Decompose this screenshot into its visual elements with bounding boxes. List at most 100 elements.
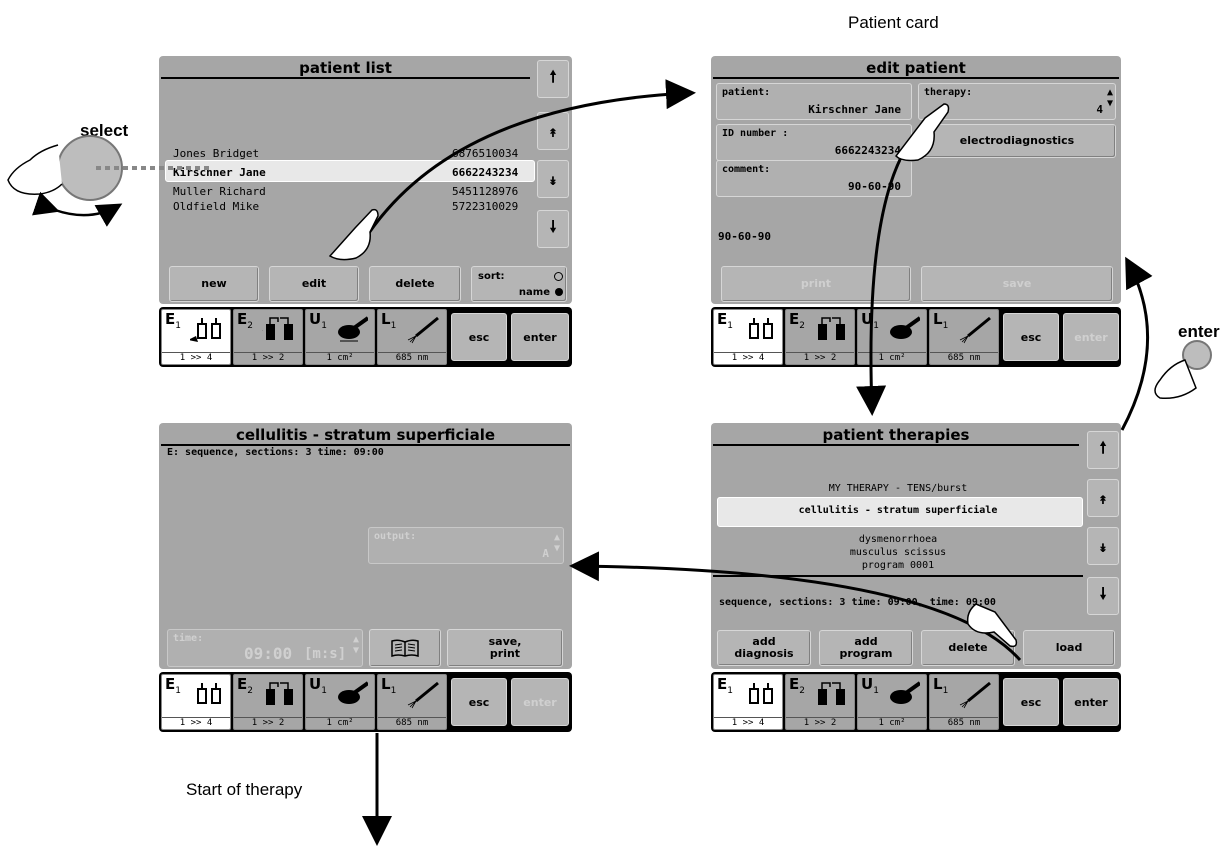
delete-button[interactable]: delete (921, 630, 1015, 666)
esc-button[interactable]: esc (451, 313, 507, 361)
print-button[interactable]: print (721, 266, 911, 302)
e2-label: E2 (789, 675, 805, 696)
list-row-id[interactable]: 6876510034 (452, 147, 519, 160)
l1-wavelength: 685 nm (930, 352, 998, 363)
id-number-field[interactable]: ID number : 6662243234 (716, 124, 912, 161)
enter-button[interactable]: enter (511, 313, 569, 361)
therapy-list-item[interactable]: musculus scissus (849, 547, 947, 558)
u1-tile[interactable]: U1 1 cm² (857, 309, 927, 365)
up-down-arrows-icon: ▲▼ (352, 634, 359, 656)
scroll-up-button[interactable]: 🠕 (1087, 431, 1119, 469)
ultrasound-head-icon (890, 681, 920, 704)
page-down-button[interactable]: ↡ (1087, 527, 1119, 565)
book-button[interactable] (369, 629, 441, 667)
page-down-button[interactable]: ↡ (537, 160, 569, 198)
save-button[interactable]: save (921, 266, 1113, 302)
therapy-list-item[interactable]: cellulitis - stratum superficiale (798, 505, 998, 516)
e2-tile[interactable]: E2 1 >> 2 (785, 309, 855, 365)
caption-enter: enter (1178, 322, 1220, 341)
esc-button[interactable]: esc (1003, 313, 1059, 361)
therapy-list-item[interactable]: program 0001 (861, 560, 935, 571)
l1-wavelength: 685 nm (930, 717, 998, 728)
comment-value: 90-60-90 (848, 180, 901, 193)
l1-tile[interactable]: L1 685 nm (377, 309, 447, 365)
scroll-up-button[interactable]: 🠕 (537, 60, 569, 98)
e1-label: E1 (717, 310, 733, 331)
therapy-list-item[interactable]: dysmenorrhoea (858, 534, 938, 545)
esc-button[interactable]: esc (451, 678, 507, 726)
comment-label: comment: (722, 164, 771, 175)
therapy-list-item[interactable]: MY THERAPY - TENS/burst (828, 483, 968, 494)
enter-button[interactable]: enter (511, 678, 569, 726)
scroll-down-button[interactable]: 🠗 (537, 210, 569, 248)
list-row-id[interactable]: 5722310029 (452, 200, 519, 213)
therapy-field[interactable]: therapy: 4 ▲▼ (918, 83, 1116, 120)
e2-tile[interactable]: E2 1 >> 2 (233, 674, 303, 730)
ultrasound-head-icon (338, 316, 368, 342)
l1-tile[interactable]: L1 685 nm (377, 674, 447, 730)
e1-range: 1 >> 4 (714, 717, 782, 728)
new-button[interactable]: new (169, 266, 259, 302)
scroll-down-button[interactable]: 🠗 (1087, 577, 1119, 615)
list-row-name[interactable]: Jones Bridget (173, 147, 260, 160)
output-field[interactable]: output: A ▲▼ (368, 527, 564, 564)
time-field[interactable]: time: 09:00 [m:s] ▲▼ (167, 629, 363, 667)
page-up-button[interactable]: ↟ (537, 112, 569, 150)
l1-tile[interactable]: L1 685 nm (929, 674, 999, 730)
laser-probe-icon (407, 316, 439, 344)
u1-label: U1 (861, 675, 879, 696)
e2-tile[interactable]: E2 1 >> 2 (233, 309, 303, 365)
u1-label: U1 (309, 675, 327, 696)
u1-tile[interactable]: U1 1 cm² (305, 674, 375, 730)
esc-button[interactable]: esc (1003, 678, 1059, 726)
caption-select: select (80, 121, 129, 140)
add-diagnosis-button[interactable]: add diagnosis (717, 630, 811, 666)
e1-range: 1 >> 4 (714, 352, 782, 363)
e2-tile[interactable]: E2 1 >> 2 (785, 674, 855, 730)
u1-tile[interactable]: U1 1 cm² (305, 309, 375, 365)
list-row-id[interactable]: 5451128976 (452, 185, 519, 198)
e1-tile[interactable]: E1 1 >> 4 (713, 309, 783, 365)
electrodiagnostics-button[interactable]: electrodiagnostics (918, 124, 1116, 158)
page-up-button[interactable]: ↟ (1087, 479, 1119, 517)
therapy-screen: cellulitis - stratum superficiale E: seq… (159, 423, 572, 669)
save-print-button[interactable]: save, print (447, 629, 563, 667)
u1-label: U1 (309, 310, 327, 331)
e1-tile[interactable]: E1 1 >> 4 (161, 309, 231, 365)
e2-range: 1 >> 2 (786, 717, 854, 728)
e1-tile[interactable]: E1 1 >> 4 (161, 674, 231, 730)
list-row-name[interactable]: Muller Richard (173, 185, 266, 198)
e2-range: 1 >> 2 (786, 352, 854, 363)
patient-field[interactable]: patient: Kirschner Jane (716, 83, 912, 120)
list-row-name[interactable]: Kirschner Jane (173, 166, 266, 179)
electrodes-icon (266, 682, 293, 705)
edit-button[interactable]: edit (269, 266, 359, 302)
book-icon (391, 639, 419, 658)
enter-button[interactable]: enter (1063, 678, 1119, 726)
list-row-name[interactable]: Oldfield Mike (173, 200, 260, 213)
e2-label: E2 (237, 310, 253, 331)
load-button[interactable]: load (1023, 630, 1115, 666)
l1-tile[interactable]: L1 685 nm (929, 309, 999, 365)
add-program-button[interactable]: add program (819, 630, 913, 666)
electrodes-icon (818, 317, 845, 340)
laser-probe-icon (959, 316, 991, 344)
e2-range: 1 >> 2 (234, 717, 302, 728)
e1-tile[interactable]: E1 1 >> 4 (713, 674, 783, 730)
u1-tile[interactable]: U1 1 cm² (857, 674, 927, 730)
id-number-value: 6662243234 (834, 144, 901, 157)
time-unit: [m:s] (304, 646, 347, 662)
e2-label: E2 (237, 675, 253, 696)
patient-list-screen: patient list Jones Bridget 6876510034 Ki… (159, 56, 572, 304)
module-bar: E1 1 >> 4 E2 1 >> 2 U1 1 cm² L1 685 nm e… (711, 307, 1121, 367)
laser-probe-icon (407, 681, 439, 709)
electrodes-icon (197, 683, 221, 704)
delete-button[interactable]: delete (369, 266, 461, 302)
flow-arrow-enter (1120, 256, 1153, 431)
sort-selector[interactable]: sort: name (471, 266, 567, 302)
list-row-id[interactable]: 6662243234 (452, 166, 519, 179)
edit-patient-screen: edit patient patient: Kirschner Jane the… (711, 56, 1121, 304)
patient-therapies-title: patient therapies (713, 426, 1079, 446)
comment-field[interactable]: comment: 90-60-90 (716, 160, 912, 197)
enter-button[interactable]: enter (1063, 313, 1119, 361)
